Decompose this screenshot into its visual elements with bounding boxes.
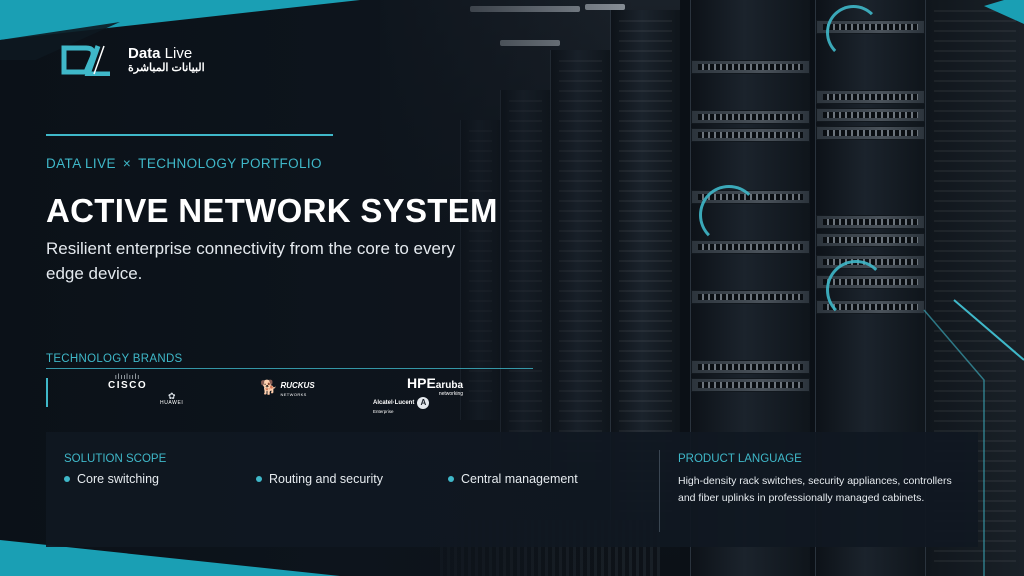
scope-item: Central management (448, 472, 578, 486)
bullet-dot-icon (448, 476, 454, 482)
huawei-logo: ✿ HUAWEI (160, 392, 183, 406)
logo-name-arabic: البيانات المباشرة (128, 62, 205, 74)
alcatel-subtext: Enterprise (373, 409, 394, 414)
teal-edge-shape (923, 0, 1024, 576)
hpe-aruba-logo: HPEaruba networking (407, 376, 463, 397)
ruckus-wordmark: RUCKUS (280, 381, 315, 390)
company-logo: Data Live البيانات المباشرة (58, 44, 205, 76)
huawei-flower-icon: ✿ (167, 391, 176, 401)
hpe-wordmark: HPE (407, 375, 436, 391)
product-language-label: PRODUCT LANGUAGE (678, 453, 802, 465)
cisco-logo: ılıılıılı CISCO (108, 374, 147, 391)
brands-accent-bar (46, 378, 48, 407)
top-divider (46, 134, 333, 136)
cisco-wordmark: CISCO (108, 380, 148, 391)
logo-name-light: Live (160, 45, 193, 62)
product-language-text: High-density rack switches, security app… (678, 475, 952, 504)
dl-monogram-icon (61, 45, 110, 76)
alcatel-wordmark: Alcatel·Lucent (373, 400, 415, 406)
alcatel-badge-icon: A (417, 397, 430, 410)
solution-scope-label: SOLUTION SCOPE (64, 453, 167, 465)
scope-item-label: Central management (461, 472, 578, 486)
aruba-wordmark: aruba (435, 380, 464, 391)
bullet-dot-icon (256, 476, 262, 482)
scope-item-label: Routing and security (269, 472, 383, 486)
bullet-dot-icon (64, 476, 70, 482)
teal-bottom-shape (0, 540, 340, 576)
eyebrow-right: TECHNOLOGY PORTFOLIO (138, 156, 322, 171)
scope-item-label: Core switching (77, 472, 159, 486)
scope-item: Routing and security (256, 472, 383, 486)
scope-item: Core switching (64, 472, 159, 486)
panel-divider (659, 450, 660, 532)
page-subtitle: Resilient enterprise connectivity from t… (46, 239, 456, 283)
huawei-wordmark: HUAWEI (160, 400, 184, 406)
eyebrow: DATA LIVE × TECHNOLOGY PORTFOLIO (46, 156, 322, 171)
page-title: ACTIVE NETWORK SYSTEM (46, 192, 498, 229)
logo-name-bold: Data (128, 45, 161, 62)
brands-divider (46, 368, 533, 369)
eyebrow-separator: × (122, 156, 132, 171)
eyebrow-left: DATA LIVE (46, 156, 116, 171)
ruckus-subtext: NETWORKS (280, 392, 307, 397)
aruba-subtext: networking (438, 391, 464, 397)
brands-label: TECHNOLOGY BRANDS (46, 353, 183, 365)
ruckus-logo: 🐕 RUCKUS NETWORKS (260, 376, 315, 397)
teal-banner-shape (0, 0, 360, 60)
cisco-bars-icon: ılıılıılı (114, 374, 141, 381)
ruckus-dog-icon: 🐕 (260, 378, 278, 395)
info-panel: SOLUTION SCOPE Core switching Routing an… (46, 432, 978, 547)
